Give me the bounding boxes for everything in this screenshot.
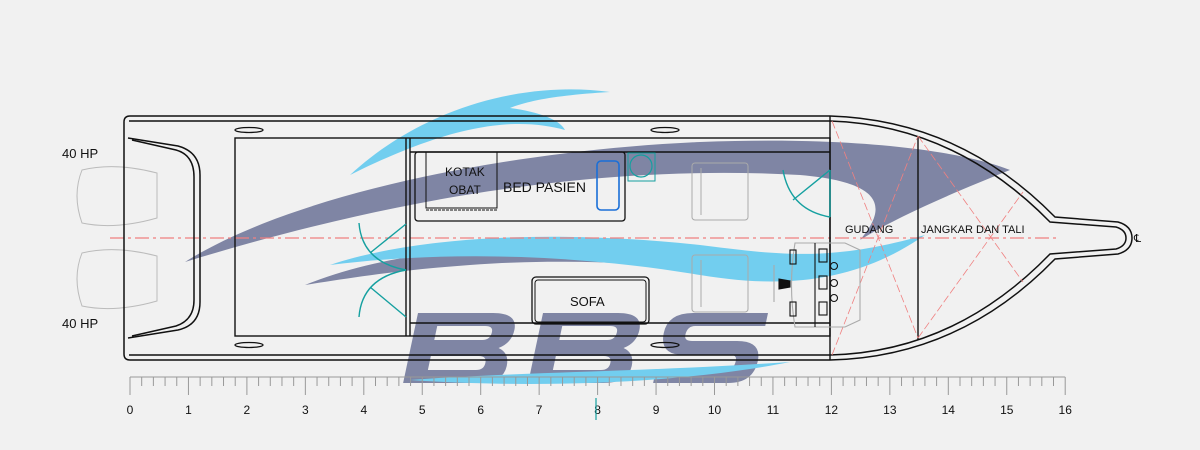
ruler-label: 16 [1059,403,1073,417]
engine-label-top: 40 HP [62,146,98,161]
doors [358,169,831,318]
helm-console [773,242,861,328]
knob [829,278,839,288]
switch [789,249,797,265]
diagonal [917,135,1024,283]
ruler-label: 1 [185,403,192,417]
outboard-engines [76,166,158,310]
ruler-label: 12 [825,403,839,417]
gauge [818,275,828,290]
centerline-symbol: ℄ [1133,233,1141,245]
ruler-label: 10 [708,403,722,417]
hull [123,115,1133,361]
medicine-box [425,151,498,209]
engine-well [127,137,201,339]
ruler-label: 3 [302,403,309,417]
sink [627,152,656,182]
switch [789,301,797,317]
diagonal [917,191,1024,339]
sofa-label: SOFA [570,294,605,309]
cleat [234,126,264,134]
cleats [234,126,680,349]
engine-bottom [76,249,158,310]
hull-inner [129,120,1127,356]
watermark-swoosh-light-lower [330,235,925,282]
bed-pillow [596,160,620,211]
hull-outer [123,115,1133,361]
chair [691,254,749,313]
sink-basin [629,154,653,178]
cleat [650,126,680,134]
ruler-label: 2 [244,403,251,417]
gauge [818,301,828,316]
watermark-swoosh-dark-lower [305,248,770,285]
watermark-logo [185,89,1010,384]
ruler-label: 11 [767,403,780,417]
ruler-label: 7 [536,403,543,417]
knob [829,293,839,303]
gauge [818,248,828,263]
engine-well-inner [131,139,195,337]
knob [829,261,839,271]
kotak-label-2: OBAT [449,183,481,197]
ruler-label: 13 [883,403,897,417]
watermark-swoosh-dark-main [185,140,1010,262]
diagonal [831,135,919,356]
ruler-label: 14 [942,403,956,417]
engine-top [76,166,158,227]
bed-label: BED PASIEN [503,179,586,195]
chair [691,162,749,221]
watermark-letter-b [528,313,640,383]
gudang-label: GUDANG [845,224,893,236]
ruler-label: 5 [419,403,426,417]
ruler-label: 6 [477,403,484,417]
door-swing [358,269,407,318]
jangkar-label: JANGKAR DAN TALI [921,224,1025,236]
watermark-swoosh-light-bottom [410,362,790,384]
diagonal [831,120,919,339]
ruler-label: 9 [653,403,660,417]
door-swing [358,222,407,271]
kotak-label-1: KOTAK [445,165,485,179]
ruler-label: 8 [594,403,601,417]
watermark-swoosh-light-top [350,89,610,175]
ruler-label: 0 [127,403,134,417]
engine-label-bottom: 40 HP [62,316,98,331]
watermark-letter-b [403,313,515,383]
bow-diagonals [831,120,1024,356]
chairs [691,162,749,313]
console-outline [790,242,861,328]
cleat [234,341,264,349]
door-swing [782,169,831,218]
sofa [531,276,650,325]
ruler-label: 15 [1000,403,1014,417]
cleat [650,341,680,349]
ruler-label: 4 [360,403,367,417]
steering-wheel [778,278,791,290]
bed [414,151,626,222]
sofa-inner [534,279,647,323]
